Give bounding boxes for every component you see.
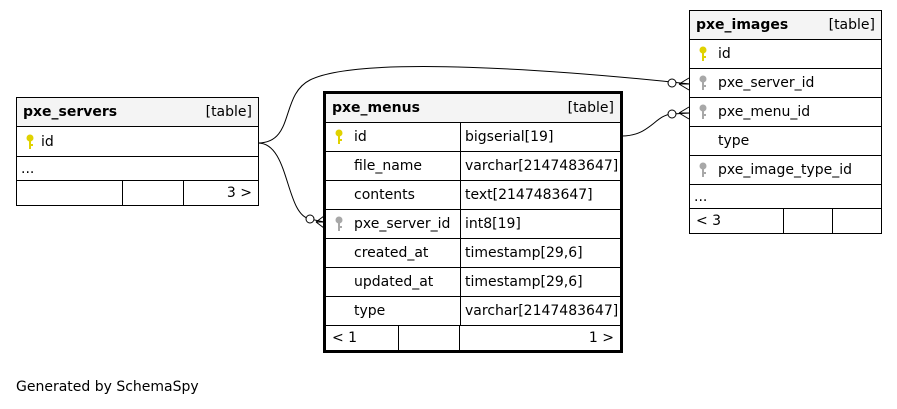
column-name: file_name	[354, 158, 423, 174]
column-name: type	[718, 133, 750, 149]
column-type: text[2147483647]	[460, 181, 620, 209]
relation-servers-to-menus	[257, 142, 325, 223]
column-name: id	[718, 46, 731, 62]
generator-caption: Generated by SchemaSpy	[16, 379, 199, 395]
column-row-id[interactable]: id bigserial[19]	[326, 123, 620, 152]
column-row-updated-at[interactable]: updated_at timestamp[29,6]	[326, 268, 620, 297]
column-name: id	[41, 133, 54, 150]
column-row-pxe-image-type-id[interactable]: pxe_image_type_id	[690, 156, 881, 185]
table-header: pxe_servers [table]	[17, 98, 258, 127]
table-name: pxe_images	[696, 17, 789, 33]
foreign-key-icon	[692, 75, 714, 91]
foreign-key-icon	[692, 162, 714, 178]
column-name: pxe_image_type_id	[718, 162, 853, 178]
table-name: pxe_servers	[23, 104, 118, 120]
column-type: bigserial[19]	[460, 123, 620, 151]
column-name: id	[354, 129, 367, 145]
column-name: pxe_menu_id	[718, 104, 811, 120]
column-name: updated_at	[354, 274, 434, 290]
table-footer: 3 >	[17, 181, 258, 205]
column-row-pxe-server-id[interactable]: pxe_server_id	[690, 69, 881, 98]
column-type: int8[19]	[460, 210, 620, 238]
column-type: varchar[2147483647]	[460, 297, 620, 325]
column-row-id[interactable]: id	[690, 40, 881, 69]
footer-right	[832, 209, 881, 233]
footer-middle	[398, 326, 459, 350]
primary-key-icon	[328, 129, 350, 145]
footer-right[interactable]: 1 >	[459, 326, 620, 350]
table-footer: < 1 1 >	[326, 326, 620, 350]
table-kind: [table]	[205, 104, 252, 120]
footer-left[interactable]: < 1	[332, 330, 358, 346]
footer-left	[17, 181, 122, 205]
column-name: type	[354, 303, 386, 319]
column-row-id[interactable]: id	[17, 127, 258, 157]
crowfoot-marker	[315, 215, 325, 229]
zero-marker	[305, 214, 315, 224]
column-row-created-at[interactable]: created_at timestamp[29,6]	[326, 239, 620, 268]
primary-key-icon	[692, 46, 714, 62]
table-name: pxe_menus	[332, 100, 420, 116]
zero-marker	[667, 78, 677, 88]
column-name: pxe_server_id	[718, 75, 815, 91]
relation-servers-to-images	[257, 66, 691, 144]
footer-middle	[783, 209, 832, 233]
table-pxe-servers[interactable]: pxe_servers [table] id ... 3 >	[16, 97, 259, 206]
more-columns: ...	[690, 185, 881, 209]
relation-menus-to-images	[621, 112, 691, 137]
column-type: timestamp[29,6]	[460, 268, 620, 296]
zero-marker	[667, 109, 677, 119]
footer-middle	[122, 181, 183, 205]
crowfoot-marker	[678, 106, 690, 120]
more-columns: ...	[17, 157, 258, 181]
table-kind: [table]	[828, 17, 875, 33]
table-footer: < 3	[690, 209, 881, 233]
column-type: timestamp[29,6]	[460, 239, 620, 267]
foreign-key-icon	[692, 104, 714, 120]
table-header: pxe_menus [table]	[326, 94, 620, 123]
column-row-type[interactable]: type	[690, 127, 881, 156]
column-row-type[interactable]: type varchar[2147483647]	[326, 297, 620, 326]
footer-left[interactable]: < 3	[696, 213, 722, 229]
crowfoot-marker	[678, 77, 690, 91]
foreign-key-icon	[328, 216, 350, 232]
table-pxe-images[interactable]: pxe_images [table] id pxe_server_id pxe_me…	[689, 10, 882, 234]
primary-key-icon	[19, 134, 41, 150]
column-name: contents	[354, 187, 415, 203]
column-row-file-name[interactable]: file_name varchar[2147483647]	[326, 152, 620, 181]
table-header: pxe_images [table]	[690, 11, 881, 40]
footer-right[interactable]: 3 >	[183, 181, 258, 205]
column-row-pxe-server-id[interactable]: pxe_server_id int8[19]	[326, 210, 620, 239]
table-kind: [table]	[567, 100, 614, 116]
column-row-pxe-menu-id[interactable]: pxe_menu_id	[690, 98, 881, 127]
column-name: pxe_server_id	[354, 216, 451, 232]
column-row-contents[interactable]: contents text[2147483647]	[326, 181, 620, 210]
column-type: varchar[2147483647]	[460, 152, 620, 180]
column-name: created_at	[354, 245, 429, 261]
